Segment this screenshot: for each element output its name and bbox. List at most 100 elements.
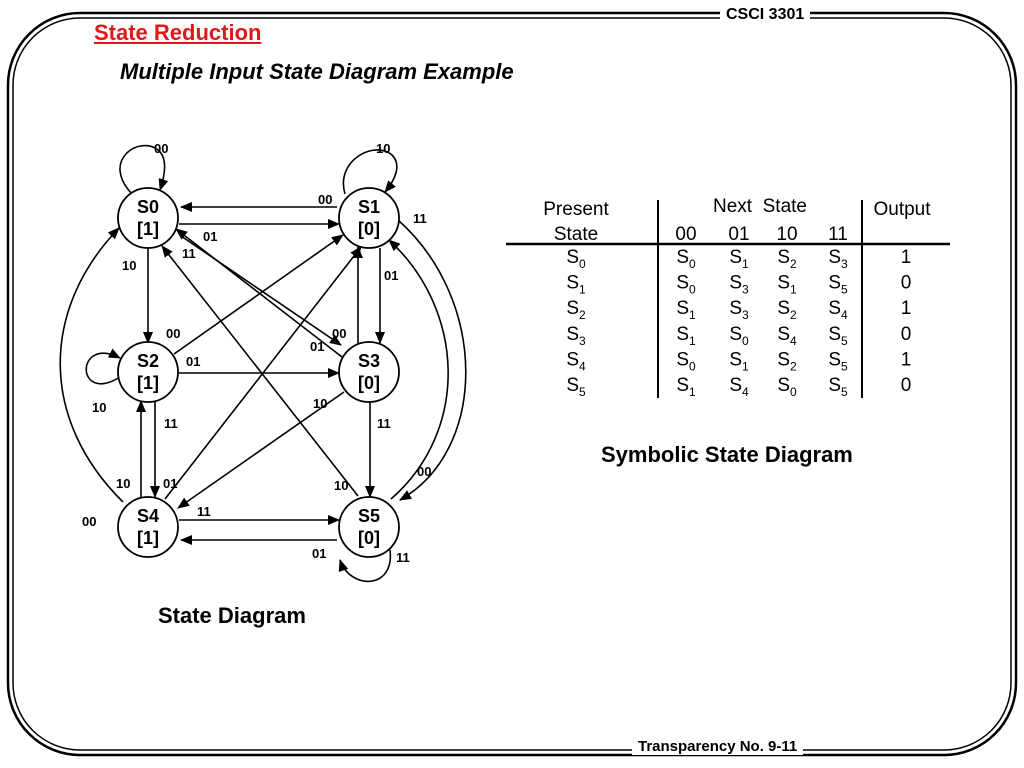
- next-state-cell: S3: [828, 247, 848, 271]
- table-caption: Symbolic State Diagram: [601, 442, 853, 467]
- present-state-cell: S2: [566, 298, 586, 322]
- next-state-cell: S3: [729, 298, 749, 322]
- present-state-cell: S1: [566, 273, 586, 297]
- edge-s4-s0: [59, 227, 124, 503]
- edge-label: 01: [310, 339, 324, 354]
- next-state-cell: S2: [777, 349, 797, 373]
- edge-label: 10: [376, 141, 390, 156]
- edge-label: 11: [164, 416, 178, 431]
- edge-s3-s4: [177, 391, 345, 509]
- header-input-00: 00: [675, 224, 696, 245]
- next-state-cell: S0: [676, 349, 696, 373]
- edge-label: 00: [154, 141, 168, 156]
- present-state-cell: S0: [566, 247, 586, 271]
- next-state-cell: S2: [777, 298, 797, 322]
- edge-label: 11: [377, 416, 391, 431]
- next-state-cell: S1: [777, 273, 797, 297]
- state-output: [0]: [358, 373, 380, 393]
- state-output: [1]: [137, 373, 159, 393]
- header-present: Present: [543, 199, 609, 220]
- header-output: Output: [873, 199, 931, 220]
- state-output: [1]: [137, 219, 159, 239]
- slide-title: State Reduction: [94, 20, 262, 46]
- diagram-caption: State Diagram: [158, 603, 306, 628]
- loop-s0: [119, 144, 169, 195]
- next-state-cell: S0: [777, 375, 797, 399]
- edge-label: 01: [163, 476, 177, 491]
- edge-s0-s3: [180, 235, 342, 346]
- next-state-cell: S2: [777, 247, 797, 271]
- state-node-s2: S2 [1]: [117, 341, 179, 403]
- state-node-s0: S0 [1]: [117, 187, 179, 249]
- header-input-10: 10: [776, 224, 797, 245]
- edge-label: 11: [197, 504, 211, 519]
- next-state-cell: S0: [676, 247, 696, 271]
- header-input-01: 01: [728, 224, 749, 245]
- loop-s2: [85, 348, 121, 385]
- edge-label: 00: [332, 326, 346, 341]
- footer-label: Transparency No. 9-11: [632, 738, 804, 755]
- loop-s1: [342, 149, 398, 195]
- header-next-state: Next State: [713, 196, 807, 217]
- next-state-cell: S1: [676, 324, 696, 348]
- state-output: [0]: [358, 528, 380, 548]
- state-node-s4: S4 [1]: [117, 496, 179, 558]
- state-name: S5: [358, 506, 380, 526]
- header-present: State: [554, 224, 598, 245]
- edge-label: 00: [166, 326, 180, 341]
- edge-s5-s0: [161, 245, 359, 497]
- next-state-cell: S0: [676, 273, 696, 297]
- next-state-cell: S5: [828, 273, 848, 297]
- next-state-cell: S5: [828, 349, 848, 373]
- state-node-s3: S3 [0]: [338, 341, 400, 403]
- edge-label: 11: [413, 211, 427, 226]
- state-name: S0: [137, 197, 159, 217]
- edge-s1-s5: [397, 219, 467, 501]
- present-state-cell: S5: [566, 375, 586, 399]
- present-state-cell: S4: [566, 349, 586, 373]
- edge-s3-s0: [175, 228, 343, 358]
- edge-label: 01: [312, 546, 326, 561]
- next-state-cell: S1: [729, 247, 749, 271]
- output-cell: 0: [901, 324, 912, 345]
- edge-label: 11: [182, 246, 196, 261]
- output-cell: 0: [901, 375, 912, 396]
- edge-label: 10: [92, 400, 106, 415]
- present-state-cell: S3: [566, 324, 586, 348]
- edge-label: 00: [417, 464, 431, 479]
- output-cell: 1: [901, 349, 912, 370]
- state-name: S1: [358, 197, 380, 217]
- edge-label: 10: [122, 258, 136, 273]
- next-state-cell: S1: [676, 298, 696, 322]
- slide-subtitle: Multiple Input State Diagram Example: [120, 59, 514, 85]
- next-state-cell: S4: [777, 324, 797, 348]
- output-cell: 0: [901, 273, 912, 294]
- state-name: S2: [137, 351, 159, 371]
- next-state-cell: S0: [729, 324, 749, 348]
- edge-s5-s1: [388, 239, 449, 500]
- output-cell: 1: [901, 298, 912, 319]
- next-state-cell: S5: [828, 375, 848, 399]
- edge-label: 01: [186, 354, 200, 369]
- state-name: S3: [358, 351, 380, 371]
- next-state-cell: S5: [828, 324, 848, 348]
- next-state-cell: S1: [676, 375, 696, 399]
- edge-label: 11: [396, 550, 410, 565]
- edge-label: 10: [116, 476, 130, 491]
- edge-label: 10: [334, 478, 348, 493]
- state-node-s5: S5 [0]: [338, 496, 400, 558]
- table-row: S5 S1 S4 S0 S5 0: [566, 375, 911, 399]
- state-output: [0]: [358, 219, 380, 239]
- edge-label: 00: [82, 514, 96, 529]
- edge-label: 01: [203, 229, 217, 244]
- course-label: CSCI 3301: [720, 6, 811, 24]
- edge-label: 10: [313, 396, 327, 411]
- edge-s4-s1: [164, 246, 362, 500]
- next-state-cell: S4: [729, 375, 749, 399]
